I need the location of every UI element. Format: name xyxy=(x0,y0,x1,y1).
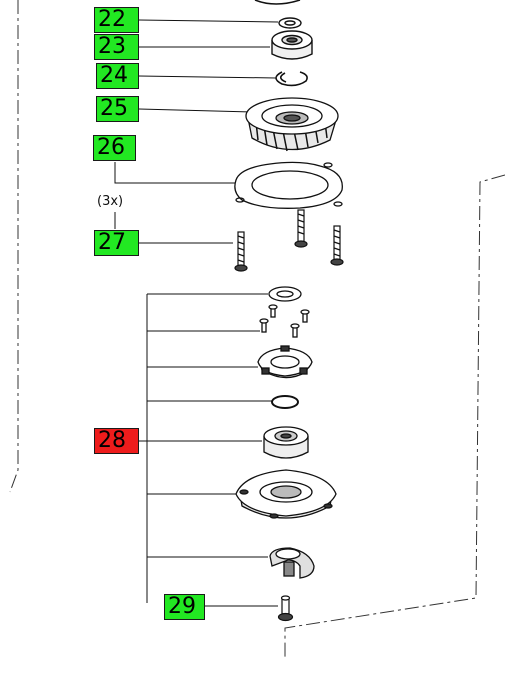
washer-22 xyxy=(278,17,302,29)
cam-28g xyxy=(269,547,315,579)
circlip-24 xyxy=(275,71,308,87)
gasket-26 xyxy=(234,161,343,209)
part-label-29[interactable]: 29 xyxy=(164,594,205,620)
oring-28d xyxy=(271,395,299,409)
screws-27 xyxy=(234,209,344,272)
small-screws-28b xyxy=(259,304,310,338)
assembly-28 xyxy=(235,286,337,579)
fan-25 xyxy=(245,97,339,152)
part-label-28[interactable]: 28 xyxy=(94,428,139,454)
part-label-24[interactable]: 24 xyxy=(96,63,139,89)
part-label-22[interactable]: 22 xyxy=(94,7,139,33)
screw-27-a xyxy=(234,231,248,272)
screw-27-c xyxy=(330,225,344,266)
pin-29 xyxy=(277,595,294,622)
screw-27-b xyxy=(294,209,308,248)
top-part-fragment xyxy=(254,0,301,5)
housing-outline xyxy=(9,0,505,660)
bearing-28e xyxy=(263,426,309,459)
quantity-note: (3x) xyxy=(95,194,126,209)
part-label-23[interactable]: 23 xyxy=(94,34,139,60)
leader-lines xyxy=(114,19,279,607)
part-label-25[interactable]: 25 xyxy=(96,96,139,122)
bearing-23 xyxy=(271,30,313,60)
part-label-26[interactable]: 26 xyxy=(93,135,136,161)
washer-28a xyxy=(268,286,302,302)
retainer-28c xyxy=(257,345,313,379)
part-label-27[interactable]: 27 xyxy=(94,230,139,256)
flange-28f xyxy=(235,469,337,519)
